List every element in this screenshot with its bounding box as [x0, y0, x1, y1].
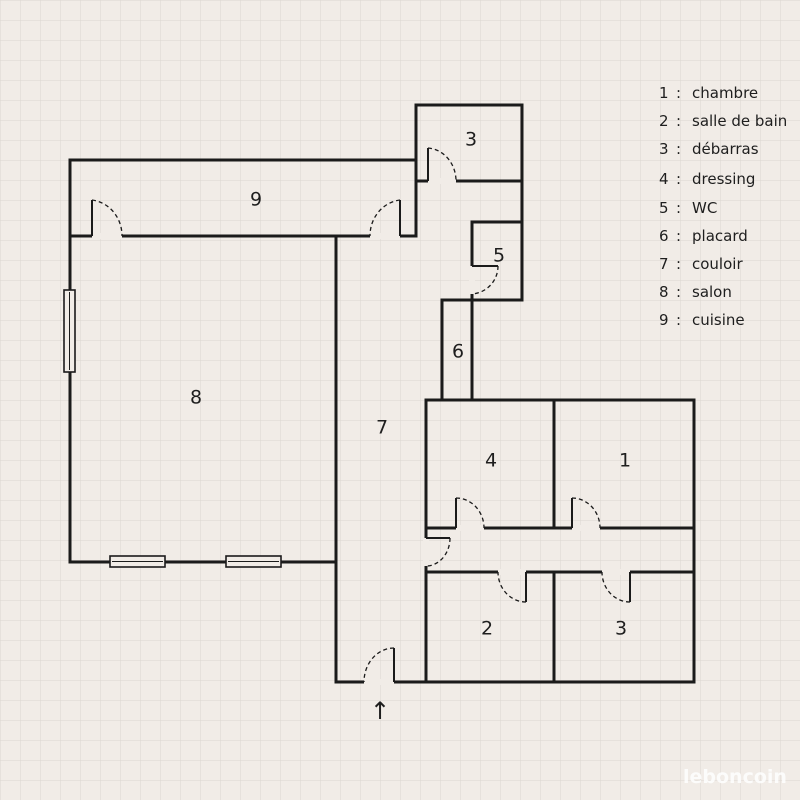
room-label-9: 9	[250, 189, 262, 211]
legend-name: placard	[692, 227, 748, 245]
legend: 1 : chambre 2 : salle de bain 3 : débarr…	[659, 84, 787, 329]
room-label-7: 7	[376, 417, 388, 439]
legend-number: 7	[659, 255, 669, 273]
legend-number: 4	[659, 170, 669, 188]
legend-separator: :	[676, 311, 681, 329]
legend-number: 6	[659, 227, 669, 245]
legend-separator: :	[676, 227, 681, 245]
legend-separator: :	[676, 283, 681, 301]
room-label-3-top: 3	[465, 129, 477, 151]
legend-item: 1 : chambre	[659, 84, 758, 102]
legend-separator: :	[676, 112, 681, 130]
legend-separator: :	[676, 140, 681, 158]
legend-name: couloir	[692, 255, 743, 273]
windows	[63, 289, 282, 568]
legend-number: 2	[659, 112, 669, 130]
legend-name: WC	[692, 199, 717, 217]
legend-item: 3 : débarras	[659, 140, 759, 158]
legend-number: 1	[659, 84, 669, 102]
legend-name: cuisine	[692, 311, 745, 329]
legend-name: débarras	[692, 140, 759, 158]
legend-number: 9	[659, 311, 669, 329]
legend-separator: :	[676, 170, 681, 188]
legend-name: salle de bain	[692, 112, 787, 130]
legend-name: dressing	[692, 170, 755, 188]
leboncoin-watermark: leboncoin	[683, 766, 787, 788]
legend-number: 8	[659, 283, 669, 301]
legend-number: 3	[659, 140, 669, 158]
room-label-2: 2	[481, 618, 493, 640]
doors	[91, 147, 631, 685]
legend-item: 7 : couloir	[659, 255, 743, 273]
legend-item: 9 : cuisine	[659, 311, 745, 329]
legend-item: 5 : WC	[659, 199, 717, 217]
room-label-4: 4	[485, 450, 497, 472]
room-label-8: 8	[190, 387, 202, 409]
legend-separator: :	[676, 199, 681, 217]
room-label-6: 6	[452, 341, 464, 363]
legend-separator: :	[676, 84, 681, 102]
legend-item: 8 : salon	[659, 283, 732, 301]
legend-item: 2 : salle de bain	[659, 112, 787, 130]
legend-name: salon	[692, 283, 732, 301]
legend-number: 5	[659, 199, 669, 217]
legend-name: chambre	[692, 84, 758, 102]
legend-separator: :	[676, 255, 681, 273]
room-label-1: 1	[619, 450, 631, 472]
legend-item: 6 : placard	[659, 227, 748, 245]
entrance-arrow-icon: ↑	[370, 697, 390, 725]
legend-item: 4 : dressing	[659, 170, 755, 188]
room-label-3-bottom: 3	[615, 618, 627, 640]
room-label-5: 5	[493, 245, 505, 267]
room-labels: 3 9 5 6 8 7 4 1 2 3	[190, 129, 631, 640]
